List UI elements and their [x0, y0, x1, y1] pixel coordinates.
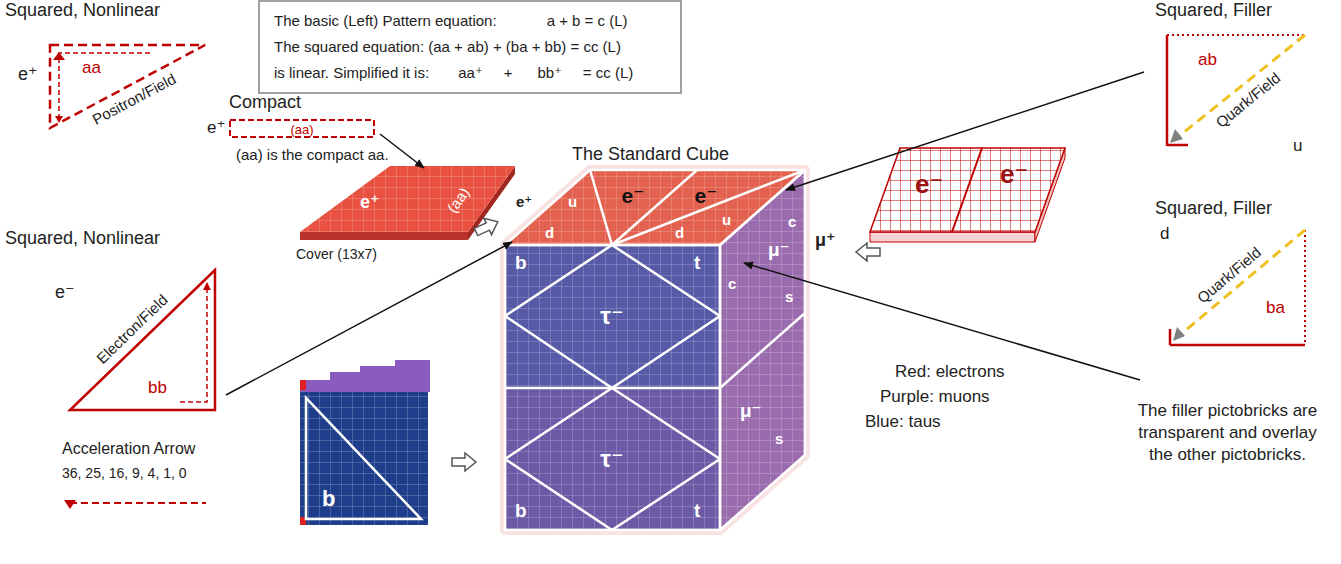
quark-label: s: [775, 430, 783, 447]
quark-label: s: [785, 288, 793, 305]
quark-label: t: [694, 500, 700, 522]
filler-triangle-u-outline: [1148, 0, 1338, 160]
particle-label: e⁻: [695, 184, 718, 208]
particle-label: e⁺: [516, 193, 532, 210]
sequence-numbers: 36, 25, 16, 9, 4, 1, 0: [62, 465, 187, 481]
standard-cube: [505, 170, 805, 530]
particle-label: τ⁻: [600, 302, 623, 330]
particle-label: e⁻: [55, 282, 75, 303]
hollow-arrows: [452, 214, 880, 471]
note: The filler pictobricks are transparent a…: [1125, 400, 1330, 466]
term-label: bb: [148, 378, 167, 398]
filler-triangle-d: Squared, FillerQuark/Fieldba: [1148, 198, 1338, 353]
quark-label: u: [568, 193, 577, 210]
cover-caption: Cover (13x7): [296, 246, 377, 262]
quark-label: u: [722, 211, 731, 228]
heading: Squared, Nonlinear: [5, 228, 160, 249]
quark-label: b: [515, 500, 527, 522]
color-key: Blue: taus: [865, 412, 941, 432]
electron-bricks: [870, 148, 1065, 242]
particle-label: e⁻: [915, 170, 943, 200]
equation-line: is linear. Simplified it is: aa⁺ + bb⁺ =…: [274, 60, 666, 86]
compact-bar: Compact (aa): [229, 92, 379, 142]
quark-label: c: [788, 213, 796, 230]
color-key: Purple: muons: [880, 387, 990, 407]
quark-label: d: [675, 224, 684, 241]
electron-triangle: Squared, NonlinearElectron/Field bb: [0, 228, 262, 418]
term-label: aa: [82, 58, 101, 78]
filler-triangle-u: Squared, FillerabQuark/Field: [1148, 0, 1338, 160]
acceleration-arrow: [64, 500, 206, 509]
cover-slab: [300, 166, 515, 240]
particle-label: e⁺: [18, 64, 38, 85]
equation-line: The basic (Left) Pattern equation: a + b…: [274, 8, 666, 34]
tau-brick: [300, 360, 430, 525]
heading: Squared, Filler: [1155, 0, 1272, 21]
cube-title: The Standard Cube: [572, 144, 729, 165]
particle-label: μ⁻: [768, 239, 790, 261]
term-label: ba: [1266, 298, 1285, 318]
particle-label: e⁻: [1000, 160, 1028, 190]
filler-triangle-d-outline: [1148, 198, 1338, 353]
heading: Squared, Nonlinear: [5, 0, 160, 21]
quark-label: t: [694, 252, 700, 274]
particle-label: e⁺: [207, 118, 225, 138]
particle-label: e⁻: [622, 184, 645, 208]
quark-label: b: [322, 486, 335, 511]
leader-lines: [226, 72, 1144, 395]
equation-line: The squared equation: (aa + ab) + (ba + …: [274, 34, 666, 60]
particle-label: τ⁻: [600, 445, 623, 473]
heading: Squared, Filler: [1155, 198, 1272, 219]
quark-label: u: [1293, 136, 1302, 156]
cover-term: (aa): [443, 184, 472, 216]
particle-label: μ⁺: [815, 230, 836, 251]
arrow-caption: Acceleration Arrow: [62, 440, 195, 458]
heading: Compact: [229, 92, 301, 113]
color-key: Red: electrons: [895, 362, 1005, 382]
term-label: (aa): [290, 122, 313, 135]
quark-label: d: [1160, 224, 1169, 244]
note: (aa) is the compact aa.: [236, 146, 389, 163]
particle-label: μ⁻: [740, 400, 762, 422]
quark-label: d: [545, 224, 554, 241]
equation-box: The basic (Left) Pattern equation: a + b…: [258, 0, 682, 94]
quark-label: c: [728, 275, 736, 292]
quark-label: b: [515, 252, 527, 274]
term-label: ab: [1198, 50, 1217, 70]
particle-label: e⁺: [360, 192, 380, 213]
field-label: Electron/Field: [93, 291, 171, 367]
